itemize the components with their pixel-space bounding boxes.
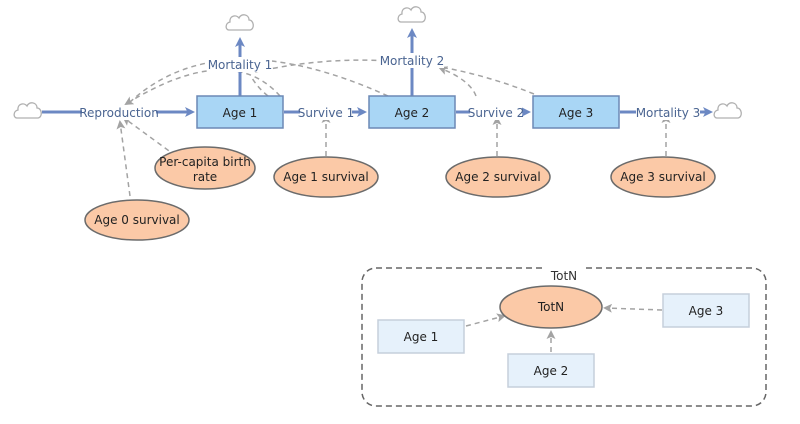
reproduction-label: Reproduction bbox=[79, 106, 159, 120]
ghost-age3-label: Age 3 bbox=[689, 304, 724, 318]
mortality3-label: Mortality 3 bbox=[636, 106, 701, 120]
totn-group: TotN TotN Age 1 Age 2 Age 3 bbox=[361, 267, 767, 407]
totn-group-title: TotN bbox=[550, 269, 577, 283]
mortality2-label: Mortality 2 bbox=[380, 54, 445, 68]
ghost-age1[interactable]: Age 1 bbox=[377, 319, 465, 354]
variable-age2-survival[interactable]: Age 2 survival bbox=[445, 156, 551, 198]
mortality1-label: Mortality 1 bbox=[208, 58, 273, 72]
link-ghost-age1-to-totn bbox=[465, 313, 506, 327]
variable-age0-survival[interactable]: Age 0 survival bbox=[84, 199, 190, 241]
stock-age3[interactable]: Age 3 bbox=[532, 95, 620, 129]
stock-age3-label: Age 3 bbox=[559, 106, 594, 120]
ghost-age1-label: Age 1 bbox=[404, 330, 439, 344]
ghost-age2[interactable]: Age 2 bbox=[507, 353, 595, 388]
age3-survival-label: Age 3 survival bbox=[620, 170, 706, 184]
totn-label: TotN bbox=[537, 300, 564, 314]
link-age2-to-mortality2 bbox=[438, 66, 477, 97]
link-percapita-to-reproduction bbox=[122, 116, 177, 157]
age2-survival-label: Age 2 survival bbox=[455, 170, 541, 184]
cloud-icon bbox=[225, 14, 254, 31]
ghost-age2-label: Age 2 bbox=[534, 364, 569, 378]
stock-age1[interactable]: Age 1 bbox=[196, 95, 284, 129]
link-age3-to-reproduction bbox=[254, 59, 535, 95]
percapita-label-line2: rate bbox=[193, 170, 217, 184]
stock-age2[interactable]: Age 2 bbox=[368, 95, 456, 129]
stock-age2-label: Age 2 bbox=[395, 106, 430, 120]
link-age0survival-to-reproduction bbox=[116, 120, 131, 197]
survive2-label: Survive 2 bbox=[468, 106, 525, 120]
age0-survival-label: Age 0 survival bbox=[94, 213, 180, 227]
ghost-age3[interactable]: Age 3 bbox=[662, 293, 750, 328]
link-ghost-age3-to-totn bbox=[603, 303, 663, 313]
stock-age1-label: Age 1 bbox=[223, 106, 258, 120]
age1-survival-label: Age 1 survival bbox=[283, 170, 369, 184]
survive1-label: Survive 1 bbox=[298, 106, 355, 120]
converter-totn[interactable]: TotN bbox=[499, 285, 603, 329]
variable-percapita-birth-rate[interactable]: Per-capita birth rate bbox=[154, 146, 256, 190]
variable-age1-survival[interactable]: Age 1 survival bbox=[273, 156, 379, 198]
cloud-icon bbox=[713, 102, 742, 119]
variable-age3-survival[interactable]: Age 3 survival bbox=[610, 156, 716, 198]
percapita-label-line1: Per-capita birth bbox=[159, 155, 251, 169]
cloud-icon bbox=[13, 102, 42, 119]
link-age1-to-mortality1 bbox=[251, 77, 269, 97]
cloud-icon bbox=[397, 6, 426, 23]
